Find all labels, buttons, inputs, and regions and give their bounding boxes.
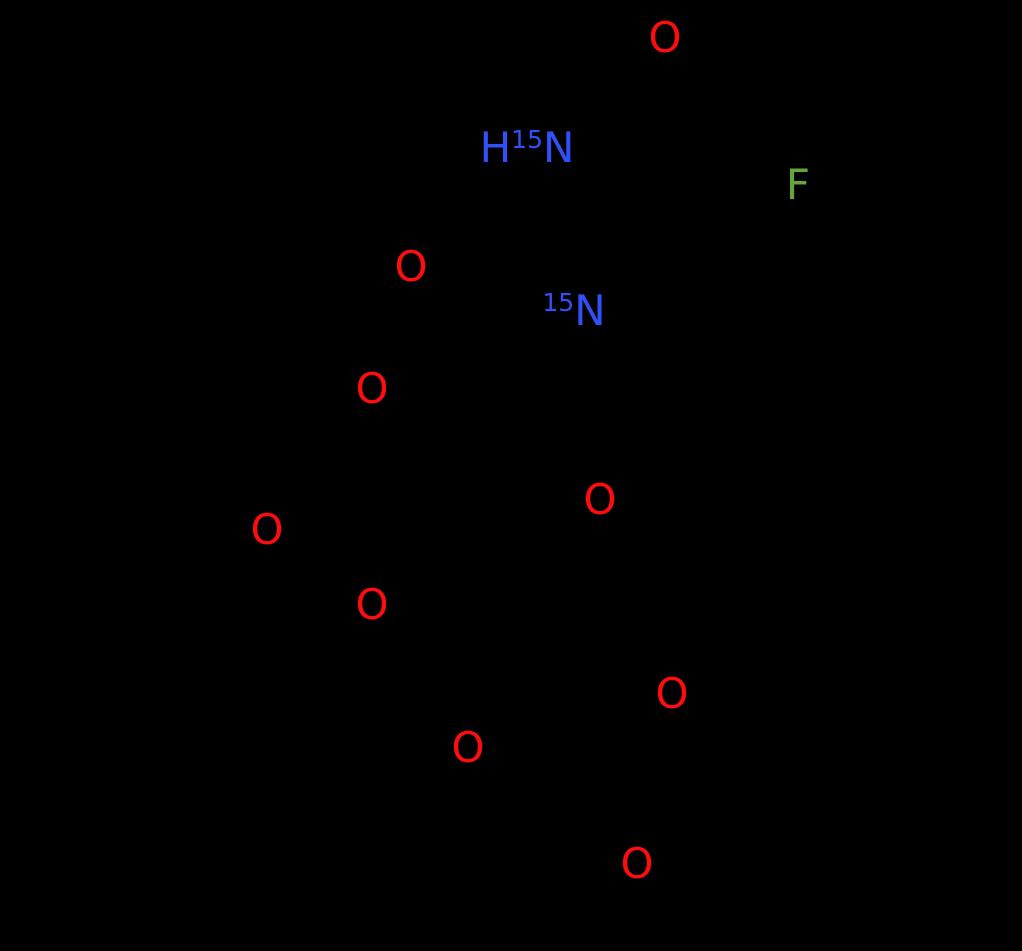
atom-label-oxygen: O [620, 843, 653, 885]
element-symbol: O [394, 242, 428, 291]
atom-label-oxygen: O [648, 17, 681, 59]
element-symbol: O [655, 669, 689, 718]
atom-label-nitrogen: H15N [480, 127, 575, 169]
atom-label-oxygen: O [355, 368, 388, 410]
bond-line [558, 333, 576, 402]
double-bond [431, 275, 475, 323]
bond-line [618, 598, 674, 672]
bond-line [595, 193, 762, 302]
single-bond [438, 398, 562, 522]
isotope-superscript: 15 [542, 288, 575, 317]
isotope-superscript: 15 [511, 125, 543, 154]
bond-line [419, 694, 494, 739]
atom-label-oxygen: O [451, 727, 484, 769]
bond-line [370, 478, 442, 522]
hydrogen-symbol: H [479, 123, 512, 172]
single-bond [390, 518, 442, 594]
atom-label-oxygen: O [394, 246, 427, 288]
single-bond [606, 158, 669, 207]
double-bond [416, 694, 494, 746]
bond-line [490, 668, 562, 742]
single-bond [635, 716, 674, 842]
bond-line [438, 398, 562, 522]
single-bond [595, 193, 762, 302]
atom-label-oxygen: O [583, 479, 616, 521]
single-bond [370, 627, 422, 702]
single-bond [490, 668, 562, 742]
single-bond [391, 316, 472, 377]
single-bond [558, 598, 622, 672]
bond-line [390, 518, 442, 594]
element-symbol: O [355, 580, 389, 629]
double-bond [659, 60, 671, 122]
bond-line [558, 398, 602, 478]
bond-line [287, 474, 373, 521]
bond-line [391, 316, 472, 377]
atom-label-fluorine: F [786, 164, 810, 206]
bond-line [436, 275, 475, 318]
bond-line [558, 598, 622, 672]
bond-line [290, 481, 376, 528]
single-bond [638, 203, 669, 272]
element-symbol: O [583, 475, 617, 524]
bond-line [431, 280, 470, 323]
element-symbol: F [785, 160, 811, 209]
bond-line [638, 203, 669, 272]
single-bond [370, 478, 442, 522]
bond-line [664, 189, 762, 204]
single-bond [558, 398, 602, 478]
double-bond [287, 474, 376, 528]
single-bond [558, 146, 610, 162]
bond-line [606, 118, 667, 162]
bond-line [370, 627, 422, 702]
element-symbol: O [451, 723, 485, 772]
atom-label-oxygen: O [355, 584, 388, 626]
bond-line [635, 716, 674, 842]
element-symbol: O [355, 364, 389, 413]
atom-label-nitrogen: 15N [542, 290, 605, 332]
single-bond [606, 118, 667, 162]
atom-label-oxygen: O [655, 673, 688, 715]
single-bond [598, 522, 622, 602]
element-symbol: O [648, 13, 682, 62]
double-bond [664, 189, 763, 211]
element-symbol: O [250, 505, 284, 554]
bond-line [598, 522, 622, 602]
bond-line [558, 146, 610, 162]
atom-label-oxygen: O [250, 509, 283, 551]
element-symbol: O [620, 839, 654, 888]
bond-line [416, 701, 491, 746]
element-symbol: N [574, 286, 606, 335]
bond-line [665, 196, 763, 211]
single-bond [618, 598, 674, 672]
bond-line [606, 158, 669, 207]
single-bond [558, 333, 576, 402]
element-symbol: N [542, 123, 575, 172]
